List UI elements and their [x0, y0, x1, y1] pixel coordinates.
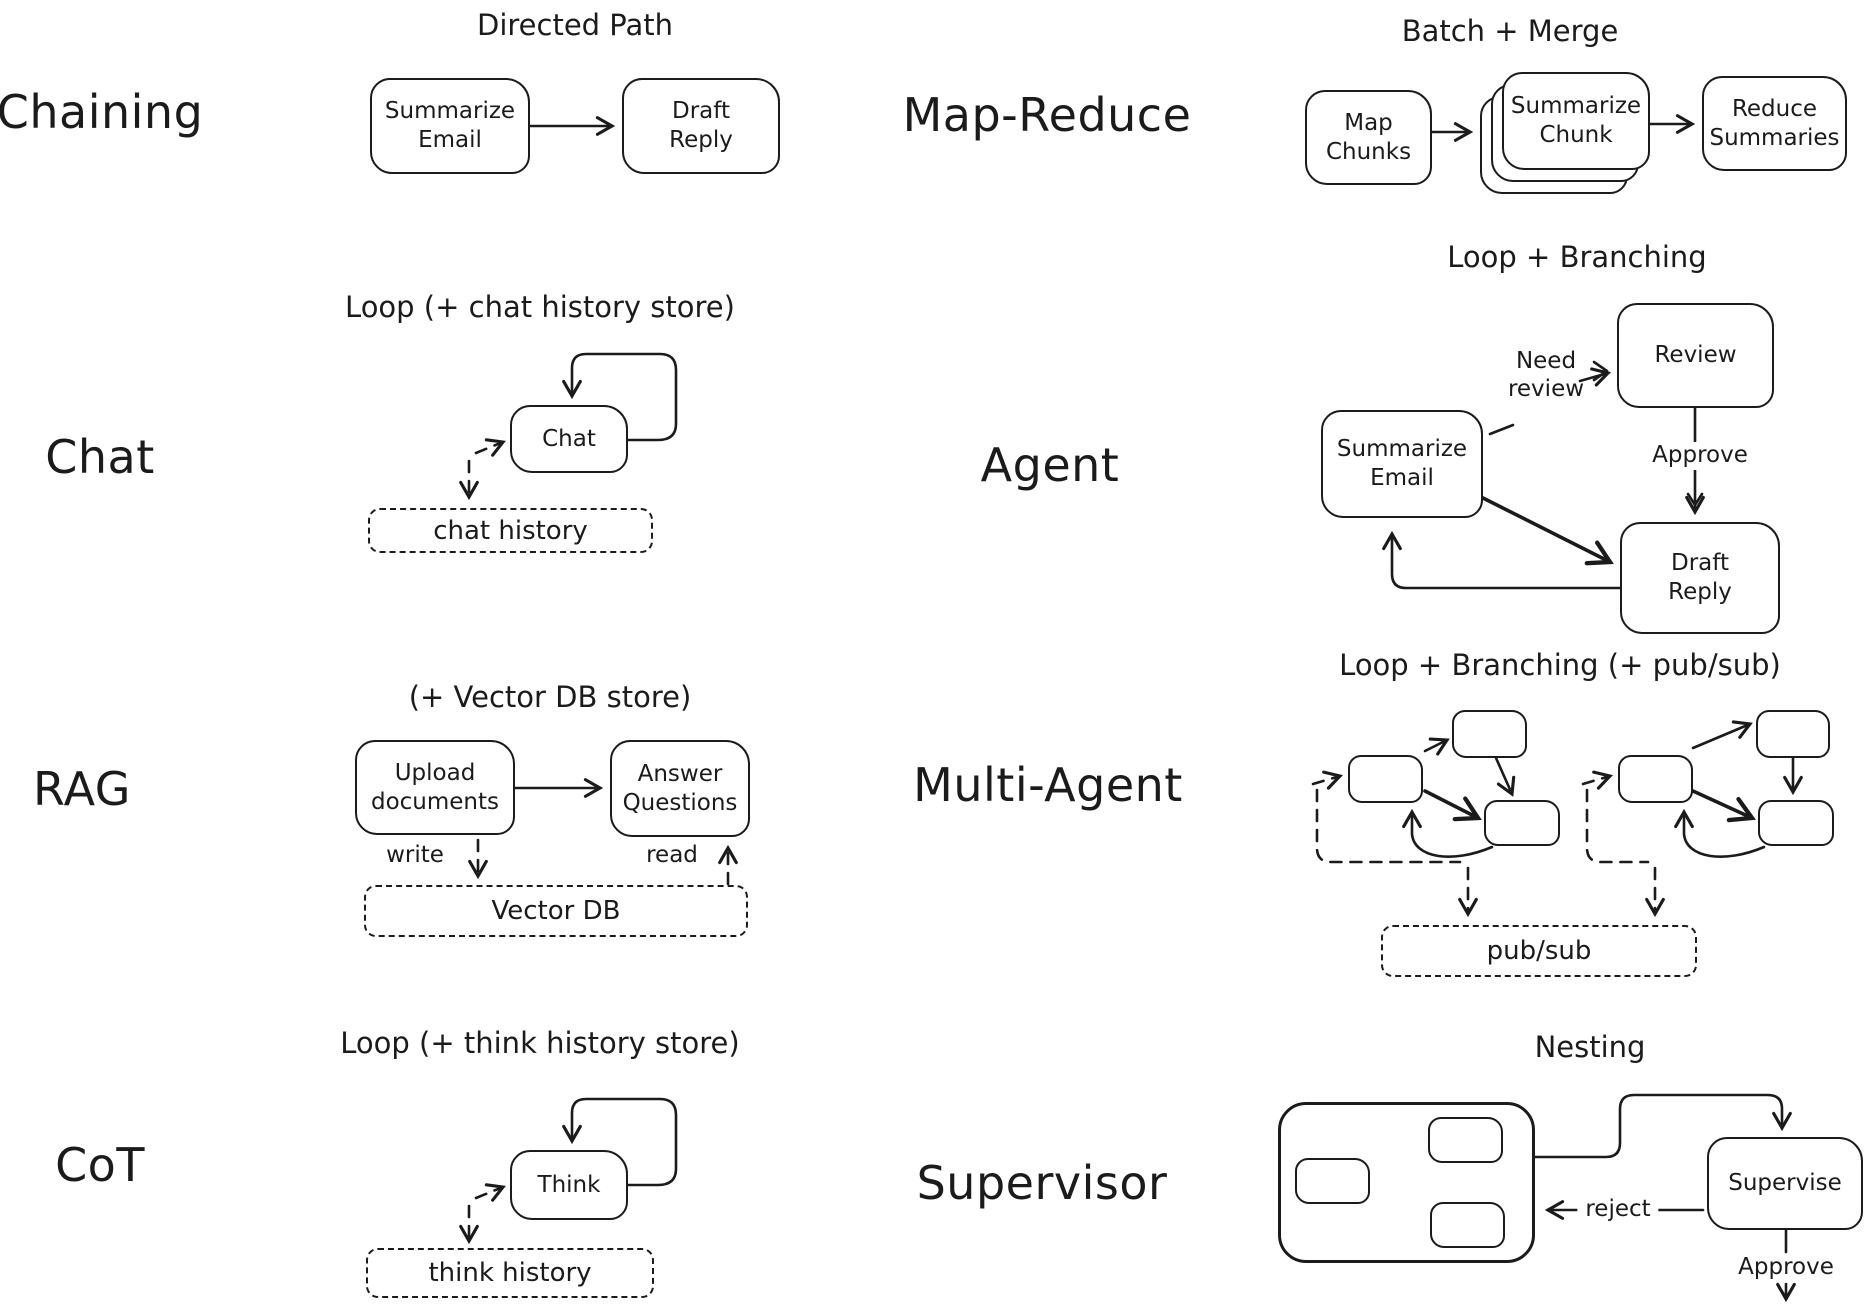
multi-agent-a-arrow-2	[1494, 756, 1516, 797]
pattern-label-agent: Agent	[980, 438, 1120, 492]
edge-label-supervisor-approve: Approve	[1738, 1254, 1834, 1280]
pattern-title-chat-loop: Loop (+ chat history store)	[345, 290, 735, 324]
edge-label-reject: reject	[1577, 1196, 1659, 1224]
multi-agent-b-arrow-1	[1691, 720, 1753, 750]
multi-agent-b-arrow-3	[1691, 789, 1756, 823]
pattern-label-chat: Chat	[45, 430, 155, 484]
multi-agent-a-arrow-3	[1423, 789, 1482, 822]
pattern-title-loop-branching-pubsub: Loop + Branching (+ pub/sub)	[1339, 648, 1781, 682]
pattern-title-cot-loop: Loop (+ think history store)	[340, 1026, 740, 1060]
pattern-label-rag: RAG	[33, 762, 131, 816]
node-multi-agent-b1	[1618, 755, 1693, 803]
multi-agent-b-in-arrow	[1581, 770, 1614, 790]
node-supervisor-c1	[1295, 1158, 1370, 1204]
pattern-label-map-reduce: Map-Reduce	[902, 88, 1192, 142]
node-supervise: Supervise	[1707, 1137, 1863, 1230]
supervisor-approve-chevron	[1777, 1285, 1795, 1300]
multi-agent-a-loop-arrow	[1402, 808, 1494, 858]
agent-draft-arrow	[1481, 496, 1614, 566]
edge-label-approve: Approve	[1644, 442, 1756, 470]
pattern-label-supervisor: Supervisor	[916, 1156, 1168, 1210]
node-map-chunks: Map Chunks	[1305, 90, 1432, 185]
store-chat-history: chat history	[368, 508, 653, 553]
store-think-history: think history	[366, 1248, 654, 1298]
multi-agent-b-loop-arrow	[1674, 808, 1766, 858]
agent-approve-chevron	[1686, 492, 1704, 507]
node-multi-agent-b3	[1758, 800, 1834, 846]
pattern-label-cot: CoT	[55, 1138, 145, 1192]
node-supervisor-c2	[1428, 1117, 1503, 1163]
agent-need-review-chevron	[1592, 360, 1609, 382]
node-multi-agent-b2	[1756, 710, 1830, 758]
node-agent-summarize-email: Summarize Email	[1321, 410, 1483, 518]
cot-self-loop	[562, 1097, 678, 1187]
chat-self-loop	[562, 352, 678, 442]
pattern-label-multi-agent: Multi-Agent	[913, 758, 1183, 812]
edge-label-need-review: Need review	[1507, 348, 1585, 402]
edge-label-write: write	[386, 842, 444, 868]
agent-loop-back-arrow	[1382, 530, 1622, 590]
node-multi-agent-a3	[1484, 800, 1560, 846]
node-draft-reply: Draft Reply	[622, 78, 780, 174]
node-supervisor-c3	[1430, 1202, 1505, 1248]
node-review: Review	[1617, 303, 1774, 408]
node-think: Think	[510, 1150, 628, 1220]
pattern-title-directed-path: Directed Path	[476, 8, 674, 42]
store-vector-db: Vector DB	[364, 885, 748, 937]
pattern-title-batch-merge: Batch + Merge	[1401, 14, 1619, 48]
multi-agent-a-in-arrow	[1311, 770, 1344, 790]
pattern-title-loop-branching: Loop + Branching	[1447, 240, 1707, 274]
node-upload-documents: Upload documents	[355, 740, 515, 835]
pattern-label-chaining: Chaining	[0, 85, 204, 139]
node-reduce-summaries: Reduce Summaries	[1702, 76, 1847, 171]
node-summarize-email: Summarize Email	[370, 78, 530, 174]
edge-label-read: read	[646, 842, 698, 868]
chat-store-read-arrow	[474, 438, 506, 457]
node-answer-questions: Answer Questions	[610, 740, 750, 837]
multi-agent-a-pubsub-pipe	[1315, 788, 1462, 864]
pattern-title-nesting: Nesting	[1534, 1030, 1646, 1064]
node-summarize-chunk: Summarize Chunk	[1502, 72, 1650, 170]
node-multi-agent-a1	[1348, 755, 1423, 803]
cot-store-read-arrow	[474, 1183, 506, 1202]
multi-agent-a-arrow-1	[1423, 737, 1450, 756]
agent-need-review-tick	[1488, 423, 1515, 436]
store-pub-sub: pub/sub	[1381, 925, 1697, 977]
multi-agent-b-pubsub-pipe	[1585, 788, 1650, 864]
node-chat: Chat	[510, 405, 628, 473]
supervisor-out-arrow	[1533, 1093, 1792, 1159]
pattern-title-vector-db: (+ Vector DB store)	[408, 680, 692, 714]
node-agent-draft-reply: Draft Reply	[1620, 522, 1780, 634]
node-multi-agent-a2	[1452, 710, 1527, 758]
